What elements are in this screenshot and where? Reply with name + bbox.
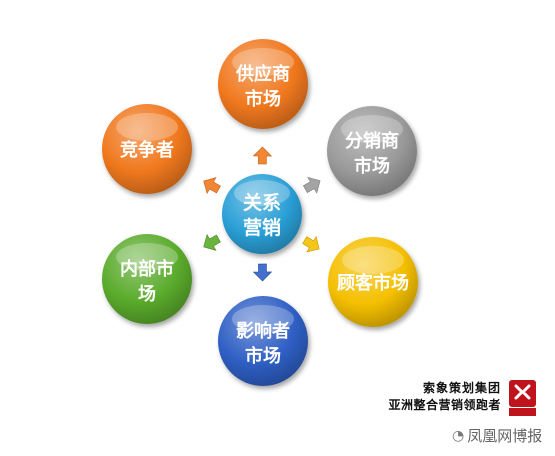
node-distributor-label-line2: 市场 <box>354 155 390 177</box>
node-influence-label-line2: 市场 <box>245 345 281 367</box>
soxson-logo-icon <box>509 380 536 416</box>
node-influence-highlight <box>232 305 294 333</box>
node-competitor-highlight <box>116 113 178 141</box>
watermark-text: 凤凰网博报 <box>467 427 543 445</box>
node-competitor: 竞争者 <box>102 104 192 194</box>
center-label-line1: 关系 <box>243 191 281 214</box>
node-competitor-label-line1: 竞争者 <box>120 139 174 161</box>
center-node: 关系 营销 <box>222 174 302 254</box>
node-supplier-circle <box>218 39 308 129</box>
node-distributor-label-line1: 分销商 <box>345 130 399 152</box>
center-label-line2: 营销 <box>243 216 281 239</box>
node-customer: 顾客市场 <box>328 237 418 327</box>
node-internal-label-line2: 场 <box>138 284 156 305</box>
node-customer-label-line1: 顾客市场 <box>337 272 409 294</box>
node-competitor-circle <box>102 104 192 194</box>
weibo-icon: ◔ <box>452 427 465 444</box>
node-internal-highlight <box>116 243 178 271</box>
node-distributor-circle <box>327 106 417 196</box>
node-supplier-highlight <box>232 48 294 76</box>
arrow-to-influence <box>252 263 273 282</box>
arrow-to-customer <box>302 235 320 253</box>
brand-name: 索象策划集团 <box>422 381 501 395</box>
arrow-to-internal <box>203 233 221 251</box>
node-internal-label-line1: 内部市 <box>120 258 174 280</box>
brand-slogan: 亚洲整合营销领跑者 <box>388 398 501 412</box>
node-influence-label-line1: 影响者 <box>236 320 290 342</box>
center-circle <box>222 174 302 254</box>
node-customer-highlight <box>342 246 404 274</box>
node-internal-circle <box>102 234 192 324</box>
brand-block: 索象策划集团 亚洲整合营销领跑者 <box>388 380 501 414</box>
node-supplier-label-line1: 供应商 <box>235 63 290 85</box>
arrow-to-competitor <box>203 177 221 195</box>
center-highlight <box>234 180 290 206</box>
arrow-to-distributor <box>302 176 321 194</box>
node-supplier-label-line2: 市场 <box>245 88 281 110</box>
arrow-to-supplier <box>252 146 273 165</box>
arrows-group <box>203 146 321 282</box>
node-influence-circle <box>218 296 308 386</box>
node-customer-circle <box>328 237 418 327</box>
watermark: ◔ 凤凰网博报 <box>452 425 542 446</box>
node-distributor-highlight <box>341 115 403 143</box>
